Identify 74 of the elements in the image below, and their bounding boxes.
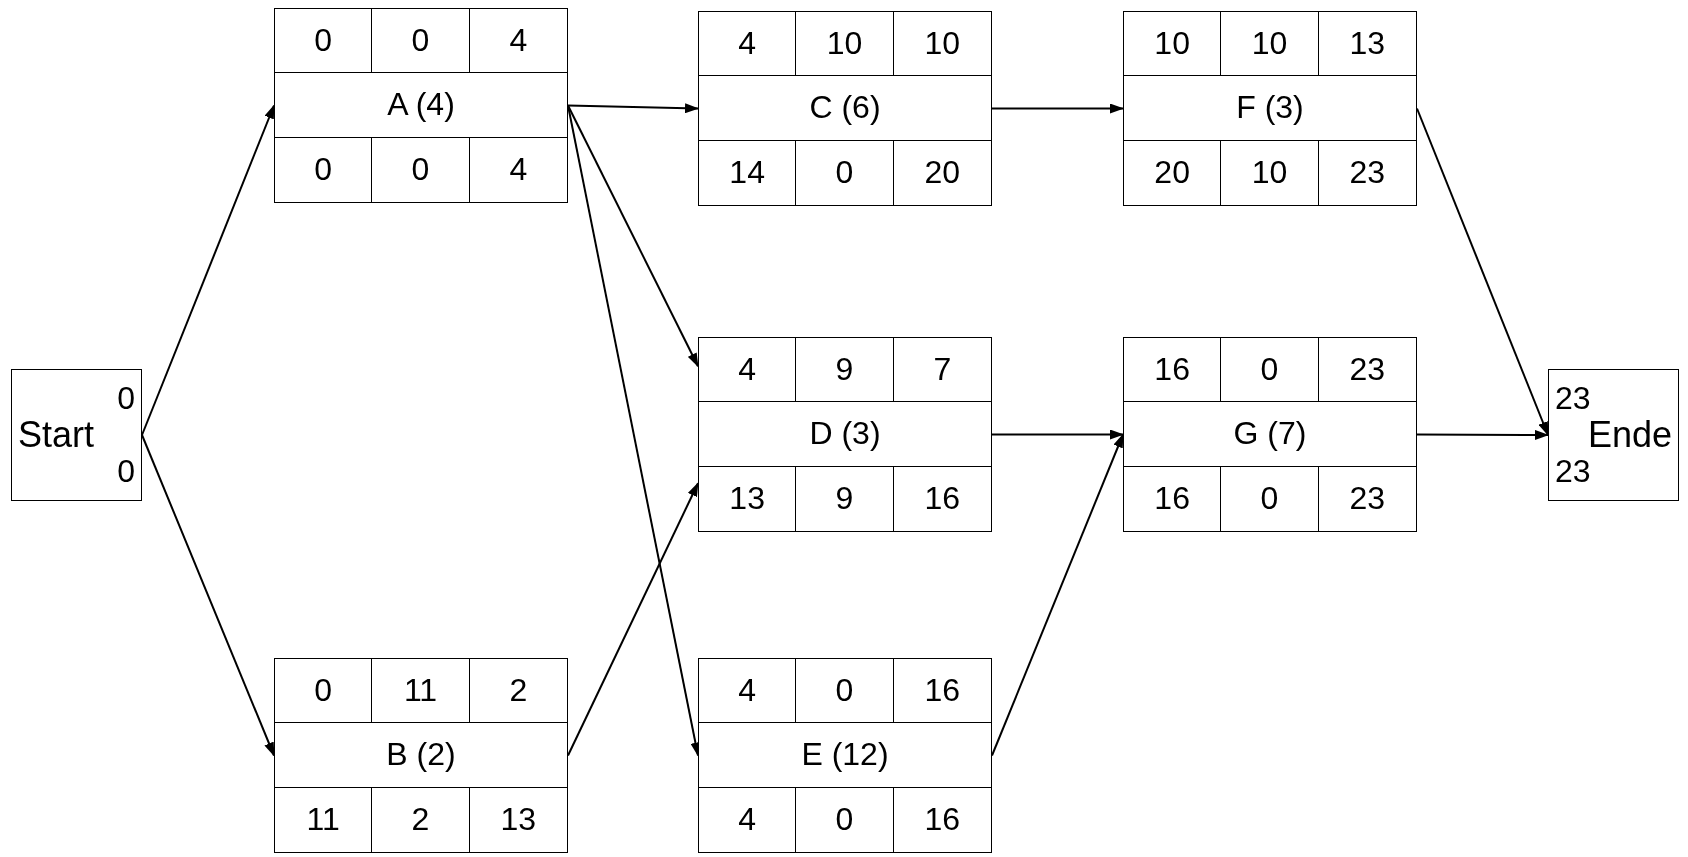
activity-box [698, 11, 992, 206]
activity-name: F (3) [1124, 76, 1416, 141]
arrow [1416, 107, 1549, 436]
arrow [567, 103, 699, 114]
time-value: 0 [275, 659, 373, 724]
time-value: 14 [699, 140, 797, 205]
time-value: 11 [372, 659, 470, 724]
time-value: 7 [893, 338, 991, 403]
time-value: 9 [796, 466, 894, 531]
time-value: 16 [923, 479, 962, 519]
activity-name: C (6) [699, 76, 991, 141]
arrow [141, 434, 275, 757]
time-value: 23 [1555, 454, 1591, 489]
time-value: 10 [796, 12, 894, 77]
time-value: 0 [275, 137, 373, 202]
time-value: 11 [275, 787, 373, 852]
time-value: 4 [699, 659, 797, 724]
time-value: 4 [699, 787, 797, 852]
time-value: 2 [469, 659, 567, 724]
time-value: 0 [275, 9, 373, 74]
time-value: 23 [1348, 153, 1387, 193]
activity-name: B (2) [275, 723, 567, 788]
arrow [991, 433, 1124, 757]
arrow [1416, 429, 1549, 440]
activity-box [274, 658, 568, 853]
time-value: 20 [923, 153, 962, 193]
event-name: Start [18, 415, 95, 455]
time-value: 23 [1318, 338, 1416, 403]
time-value: 16 [1124, 338, 1222, 403]
activity-name: G (7) [1124, 402, 1416, 467]
time-value: 0 [117, 381, 135, 416]
time-value: 13 [499, 800, 538, 840]
arrow [567, 482, 699, 757]
event-box [1548, 369, 1679, 501]
activity-box [698, 658, 992, 853]
time-value: 0 [117, 454, 135, 489]
time-value: 23 [1555, 381, 1591, 416]
activity-name: D (3) [699, 402, 991, 467]
activity-box [274, 8, 568, 203]
time-value: 23 [1348, 479, 1387, 519]
activity-name: A (4) [275, 73, 567, 138]
arrow [991, 103, 1124, 114]
time-value: 4 [508, 150, 529, 190]
time-value: 10 [1221, 140, 1319, 205]
arrow [141, 104, 275, 436]
time-value: 20 [1124, 140, 1222, 205]
time-value: 0 [1221, 466, 1319, 531]
time-value: 4 [699, 338, 797, 403]
time-value: 16 [893, 659, 991, 724]
time-value: 9 [796, 338, 894, 403]
activity-box [1123, 11, 1417, 206]
time-value: 0 [796, 787, 894, 852]
time-value: 4 [469, 9, 567, 74]
time-value: 10 [1124, 12, 1222, 77]
activity-box [698, 337, 992, 532]
activity-box [1123, 337, 1417, 532]
time-value: 10 [893, 12, 991, 77]
time-value: 0 [796, 140, 894, 205]
arrow [567, 104, 699, 368]
event-name: Ende [1587, 415, 1672, 455]
time-value: 0 [372, 137, 470, 202]
time-value: 2 [372, 787, 470, 852]
event-box [11, 369, 142, 501]
time-value: 4 [699, 12, 797, 77]
time-value: 13 [1318, 12, 1416, 77]
time-value: 10 [1221, 12, 1319, 77]
activity-name: E (12) [699, 723, 991, 788]
time-value: 0 [1221, 338, 1319, 403]
time-value: 13 [699, 466, 797, 531]
time-value: 0 [372, 9, 470, 74]
arrow [991, 429, 1124, 440]
time-value: 16 [1124, 466, 1222, 531]
time-value: 0 [796, 659, 894, 724]
time-value: 16 [923, 800, 962, 840]
